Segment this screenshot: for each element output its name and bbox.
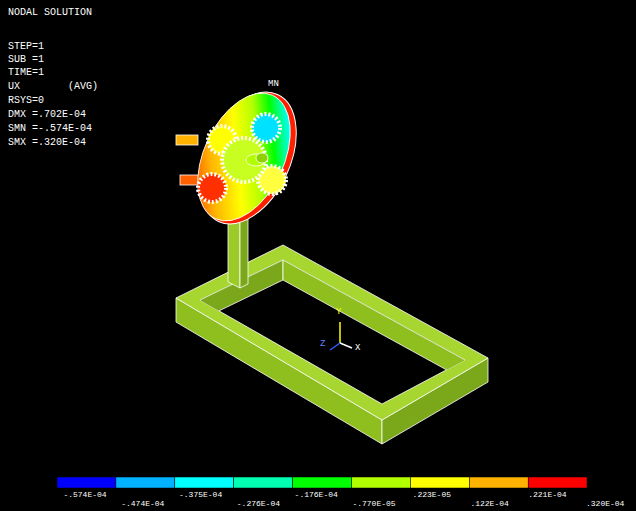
axis-label: X — [355, 344, 360, 353]
result-info: SMN =-.574E-04 — [8, 124, 92, 134]
result-info: RSYS=0 — [8, 96, 44, 106]
result-item: UX (AVG) — [8, 82, 98, 92]
color-bar-value: .320E-04 — [586, 500, 624, 508]
color-bar-value: .223E-05 — [413, 491, 451, 499]
result-info: SMX =.320E-04 — [8, 138, 86, 148]
contour-color-bar — [57, 477, 587, 488]
min-marker: MN — [268, 80, 279, 89]
planet-gears — [198, 114, 286, 202]
step-info: STEP=1 — [8, 42, 44, 52]
ring-disc — [179, 77, 316, 239]
step-info: TIME=1 — [8, 68, 44, 78]
color-bar-value: -.375E-04 — [179, 491, 222, 499]
color-bar-value: .122E-04 — [470, 500, 508, 508]
axis-label: Z — [320, 340, 325, 349]
step-info: SUB =1 — [8, 55, 44, 65]
color-bar-value: .221E-04 — [528, 491, 566, 499]
color-bar-value: -.176E-04 — [295, 491, 338, 499]
axis-triad — [330, 322, 352, 350]
color-bar-value: -.574E-04 — [63, 491, 106, 499]
color-bar-value: -.276E-04 — [237, 500, 280, 508]
color-bar-value: -.474E-04 — [121, 500, 164, 508]
base-frame — [176, 245, 488, 444]
axis-label: Y — [336, 308, 341, 317]
plot-title: NODAL SOLUTION — [8, 8, 92, 18]
result-info: DMX =.702E-04 — [8, 110, 86, 120]
color-bar-value: -.770E-05 — [352, 500, 395, 508]
gear-hub — [246, 153, 268, 166]
